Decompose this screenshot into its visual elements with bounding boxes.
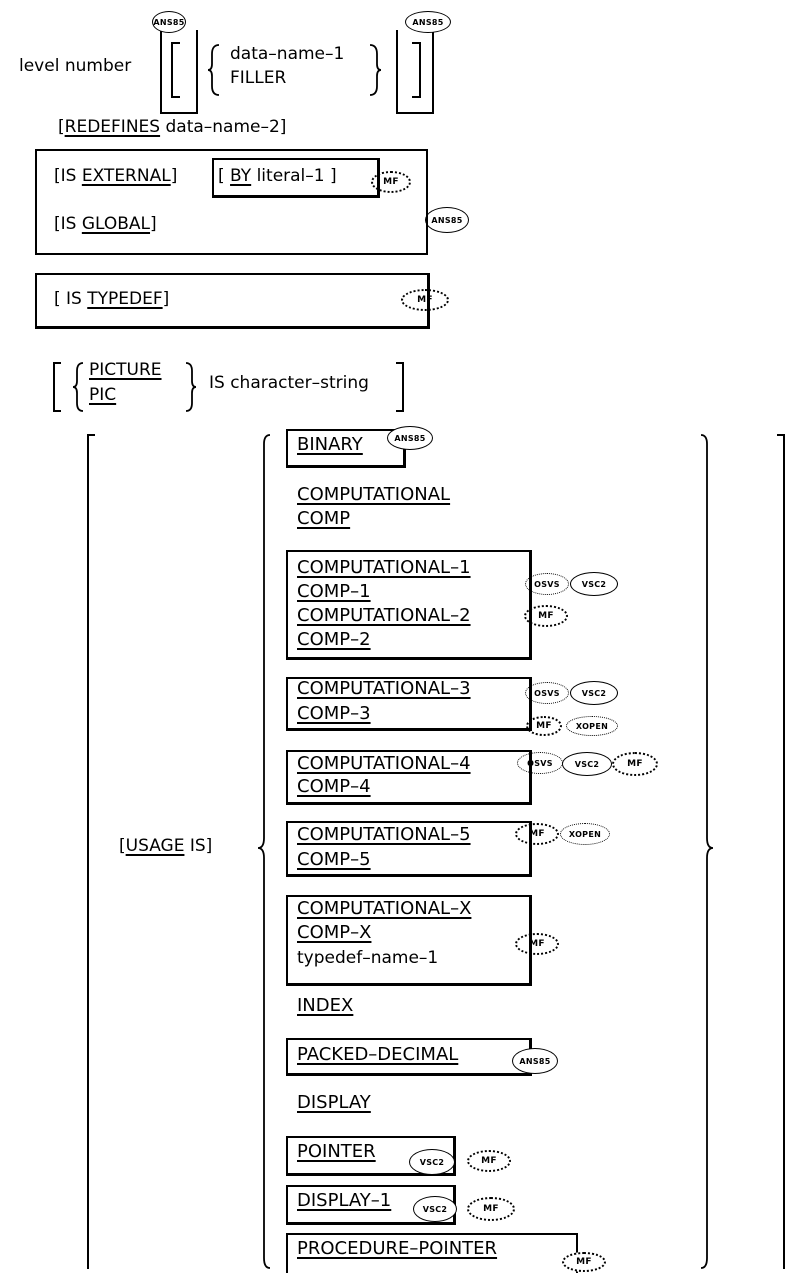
computational-option: COMPUTATIONAL <box>297 484 451 505</box>
comp-2-option: COMP–2 <box>297 629 371 650</box>
by-open: [ <box>218 166 225 186</box>
comp-option: COMP <box>297 508 351 529</box>
vsc2-badge: VSC2 <box>562 752 612 776</box>
typedef-close: ] <box>162 289 170 309</box>
close-square-bracket <box>412 42 421 98</box>
mf-badge: MF <box>467 1197 515 1221</box>
picture-close-bracket <box>396 362 404 412</box>
ansi85-badge: ANS85 <box>425 207 469 233</box>
mf-badge: MF <box>515 933 559 955</box>
computational-5-option: COMPUTATIONAL–5 <box>297 824 471 845</box>
mf-badge: MF <box>526 716 562 736</box>
comp-3-option: COMP–3 <box>297 703 371 724</box>
procedure-pointer-option: PROCEDURE–POINTER <box>297 1238 498 1259</box>
xopen-badge: XOPEN <box>560 823 610 845</box>
by-rest: literal–1 ] <box>256 166 337 186</box>
comp-5-option: COMP–5 <box>297 849 371 870</box>
comp-x-option: COMP–X <box>297 922 372 943</box>
redefines-rest: data–name–2] <box>165 117 287 137</box>
ansi85-badge: ANS85 <box>405 11 451 33</box>
comp-4-box <box>286 750 532 805</box>
usage-choice-close-brace <box>700 434 714 1269</box>
close-brace <box>369 44 382 96</box>
mf-badge: MF <box>524 605 568 627</box>
ansi85-scope-box-right <box>396 30 434 114</box>
ansi85-badge: ANS85 <box>387 426 433 450</box>
comp-3-box <box>286 677 532 731</box>
usage-outer-close-bracket <box>777 434 785 1269</box>
typedef-keyword: TYPEDEF <box>87 289 163 309</box>
osvs-badge: OSVS <box>525 682 569 704</box>
ansi85-badge: ANS85 <box>512 1048 558 1074</box>
external-close: ] <box>170 166 178 186</box>
picture-character-string: IS character–string <box>209 373 369 393</box>
global-close: ] <box>150 214 157 234</box>
level-number-label: level number <box>19 56 132 76</box>
open-square-bracket <box>171 42 180 98</box>
mf-badge: MF <box>467 1150 511 1172</box>
picture-keyword: PICTURE <box>89 360 162 380</box>
ansi85-badge: ANS85 <box>152 11 186 33</box>
binary-option: BINARY <box>297 434 363 455</box>
vsc2-badge: VSC2 <box>409 1149 455 1175</box>
external-keyword: EXTERNAL <box>81 166 171 186</box>
mf-badge: MF <box>401 289 449 311</box>
redefines-clause: [REDEFINES data–name–2] <box>58 119 286 136</box>
external-global-box <box>35 149 428 255</box>
osvs-badge: OSVS <box>525 573 569 595</box>
packed-decimal-option: PACKED–DECIMAL <box>297 1044 459 1065</box>
comp-4-option: COMP–4 <box>297 776 371 797</box>
computational-x-option: COMPUTATIONAL–X <box>297 898 472 919</box>
global-keyword: GLOBAL <box>81 214 151 234</box>
display-option: DISPLAY <box>297 1092 371 1113</box>
usage-rest: IS] <box>184 836 213 856</box>
pointer-option: POINTER <box>297 1141 376 1162</box>
external-open: [IS <box>54 166 82 186</box>
redefines-keyword: REDEFINES <box>64 117 161 137</box>
picture-open-bracket <box>53 362 61 412</box>
redefines-open: [ <box>58 117 65 137</box>
ansi85-scope-box-left <box>160 30 198 114</box>
computational-3-option: COMPUTATIONAL–3 <box>297 678 471 699</box>
is-external-clause: [IS EXTERNAL] <box>54 168 177 185</box>
xopen-badge: XOPEN <box>566 716 618 736</box>
usage-choice-open-brace <box>257 434 271 1269</box>
vsc2-badge: VSC2 <box>570 572 618 596</box>
usage-keyword: USAGE <box>125 836 185 856</box>
by-keyword: BY <box>230 166 252 186</box>
is-global-clause: [IS GLOBAL] <box>54 216 157 233</box>
is-typedef-clause: [ IS TYPEDEF] <box>54 291 169 308</box>
picture-open-brace <box>72 362 84 412</box>
osvs-badge: OSVS <box>517 752 563 774</box>
mf-badge: MF <box>612 752 658 776</box>
mf-badge: MF <box>515 823 559 845</box>
usage-is-clause: [USAGE IS] <box>119 838 212 855</box>
usage-outer-open-bracket <box>87 434 95 1269</box>
typedef-open: [ IS <box>54 289 88 309</box>
index-option: INDEX <box>297 995 354 1016</box>
pic-keyword: PIC <box>89 385 117 405</box>
data-name-1-option: data–name–1 <box>230 44 345 64</box>
by-literal-clause: [ BY literal–1 ] <box>218 168 337 185</box>
vsc2-badge: VSC2 <box>570 681 618 705</box>
picture-close-brace <box>185 362 197 412</box>
computational-2-option: COMPUTATIONAL–2 <box>297 605 471 626</box>
display-1-option: DISPLAY–1 <box>297 1190 392 1211</box>
mf-badge: MF <box>562 1252 606 1272</box>
comp-1-2-box <box>286 550 532 660</box>
typedef-name-1-option: typedef–name–1 <box>297 948 439 968</box>
filler-option: FILLER <box>230 68 287 88</box>
global-open: [IS <box>54 214 82 234</box>
comp-1-option: COMP–1 <box>297 581 371 602</box>
open-brace <box>207 44 220 96</box>
usage-open: [ <box>119 836 126 856</box>
comp-5-box <box>286 821 532 877</box>
computational-4-option: COMPUTATIONAL–4 <box>297 753 471 774</box>
mf-badge: MF <box>371 171 411 193</box>
pointer-box <box>286 1136 456 1176</box>
computational-1-option: COMPUTATIONAL–1 <box>297 557 471 578</box>
vsc2-badge: VSC2 <box>413 1196 457 1222</box>
